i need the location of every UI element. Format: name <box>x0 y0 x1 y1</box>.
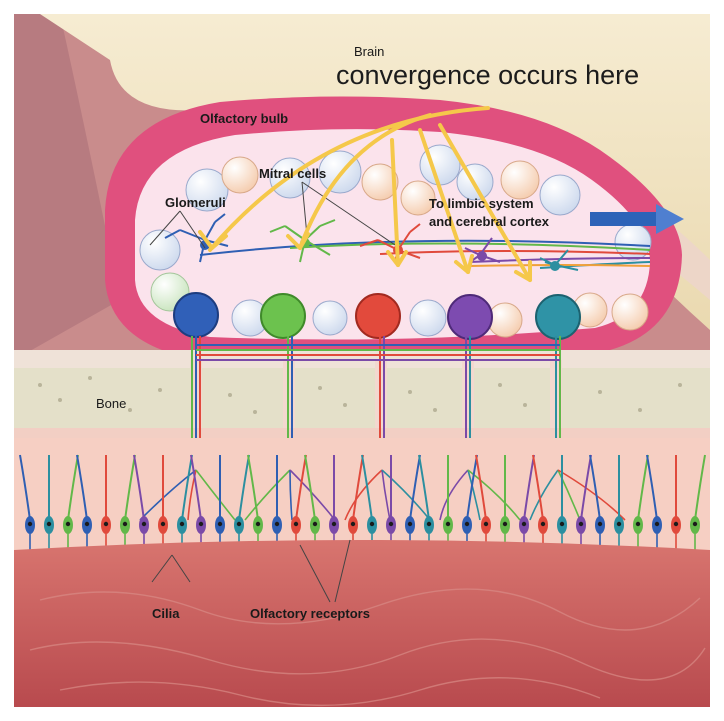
receptor-cell <box>190 454 206 560</box>
receptor-cell <box>671 455 681 560</box>
bone-texture <box>38 376 682 414</box>
bone-layer <box>14 368 710 428</box>
label-glomeruli: Glomeruli <box>165 195 226 210</box>
annotation-arrow-4 <box>418 128 470 274</box>
receptor-cell <box>386 455 396 560</box>
annotation-arrow-2 <box>298 113 432 250</box>
label-mitral-cells: Mitral cells <box>259 166 327 181</box>
receptor-cell <box>272 455 282 560</box>
receptor-cell <box>348 454 364 560</box>
bone-lower-edge <box>14 428 710 438</box>
receptor-cell <box>44 455 54 560</box>
leader-lines <box>149 181 396 603</box>
olfactory-epithelium <box>14 438 710 550</box>
receptor-cell <box>576 454 592 560</box>
label-cilia: Cilia <box>152 606 180 621</box>
mucosa-texture <box>29 588 706 707</box>
convergence-arrows <box>198 106 532 282</box>
label-bone: Bone <box>96 396 127 411</box>
nasal-mucosa <box>14 540 710 707</box>
label-brain: Brain <box>354 44 385 59</box>
label-olfactory-bulb: Olfactory bulb <box>200 111 289 126</box>
limbic-arrow <box>590 204 684 234</box>
annotation-arrow-5 <box>438 123 532 282</box>
label-limbic-line1: To limbic system <box>429 196 534 211</box>
annotation-arrow-3 <box>390 138 400 267</box>
olfactory-receptor-cells <box>19 454 706 560</box>
receptor-cell <box>519 454 535 560</box>
brain-tissue <box>40 14 710 330</box>
label-limbic-line2: and cerebral cortex <box>429 214 549 229</box>
label-olfactory-receptors: Olfactory receptors <box>250 606 370 621</box>
annotation-convergence: convergence occurs here <box>336 60 640 90</box>
annotation-arrow-1 <box>208 106 490 252</box>
cavity-shadow <box>14 14 120 360</box>
